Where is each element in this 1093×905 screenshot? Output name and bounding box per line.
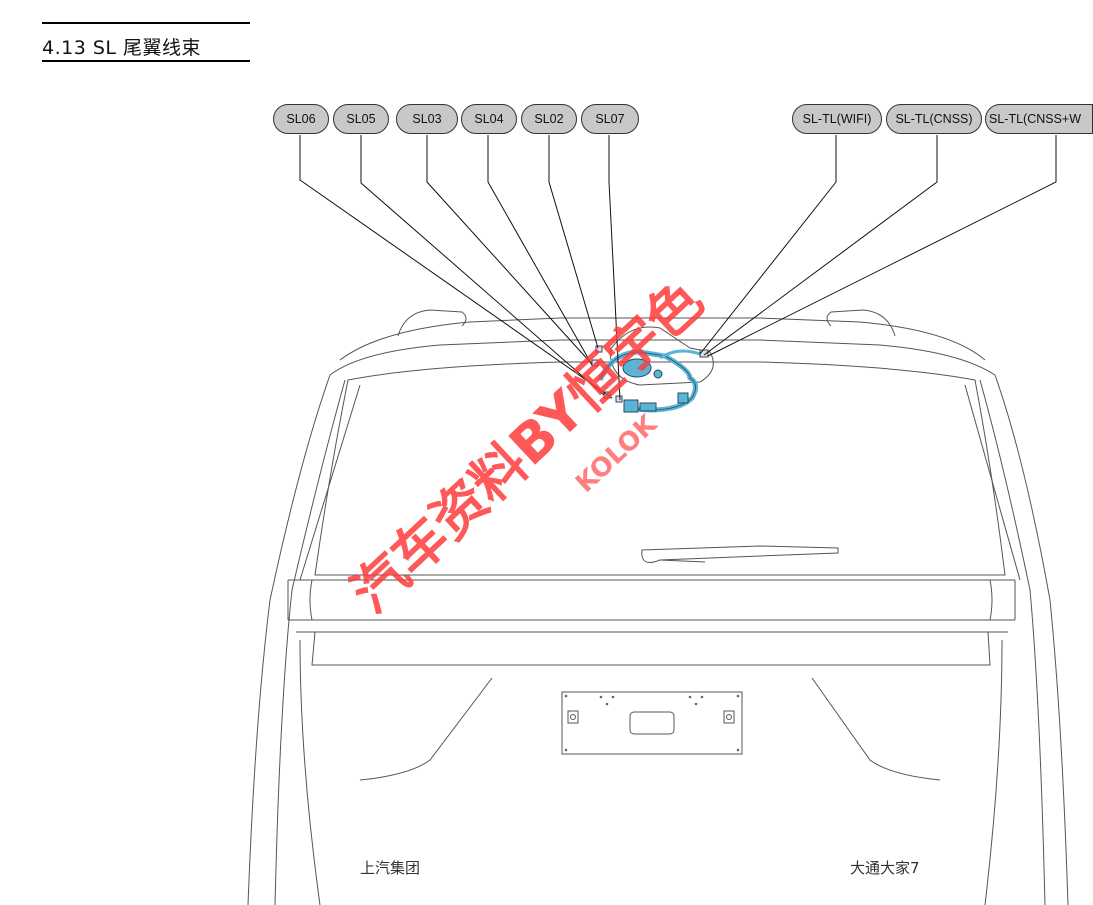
leader-sl-tl-cnss xyxy=(703,135,938,356)
leader-sl02 xyxy=(548,135,599,349)
header-rule-bottom xyxy=(42,60,250,62)
watermark: 汽车资料BY恒宇色 KOLOK xyxy=(339,268,715,625)
leader-sl03 xyxy=(426,135,591,363)
callout-sl06: SL06 xyxy=(273,104,329,134)
header-rule-top xyxy=(42,22,250,24)
plate-holes xyxy=(564,694,740,752)
wire-harness xyxy=(591,345,709,413)
callout-sl05: SL05 xyxy=(333,104,389,134)
watermark-main: 汽车资料BY恒宇色 xyxy=(339,268,715,625)
callout-sl04: SL04 xyxy=(461,104,517,134)
section-header: 4.13 SL 尾翼线束 xyxy=(42,22,250,62)
leader-sl05 xyxy=(360,135,605,396)
section-title: 4.13 SL 尾翼线束 xyxy=(42,24,250,59)
callout-sl03: SL03 xyxy=(396,104,458,134)
leader-sl07 xyxy=(608,135,621,401)
section-name: SL 尾翼线束 xyxy=(92,37,202,59)
leader-sl-tl-wifi xyxy=(699,135,837,355)
left-badge: 上汽集团 xyxy=(360,859,421,877)
callout-sl-tl-cnss-w: SL-TL(CNSS+W xyxy=(985,104,1093,134)
section-number: 4.13 xyxy=(42,37,87,59)
callout-sl-tl-wifi: SL-TL(WIFI) xyxy=(792,104,882,134)
leader-sl-tl-cnss-w xyxy=(707,135,1057,357)
vehicle-outline xyxy=(247,309,1069,905)
leader-sl06 xyxy=(299,135,613,399)
leader-sl04 xyxy=(487,135,593,366)
callout-sl-tl-cnss: SL-TL(CNSS) xyxy=(886,104,982,134)
right-badge: 大通大家7 xyxy=(850,859,920,877)
leader-lines xyxy=(299,135,1057,401)
callout-sl07: SL07 xyxy=(581,104,639,134)
callout-sl02: SL02 xyxy=(521,104,577,134)
